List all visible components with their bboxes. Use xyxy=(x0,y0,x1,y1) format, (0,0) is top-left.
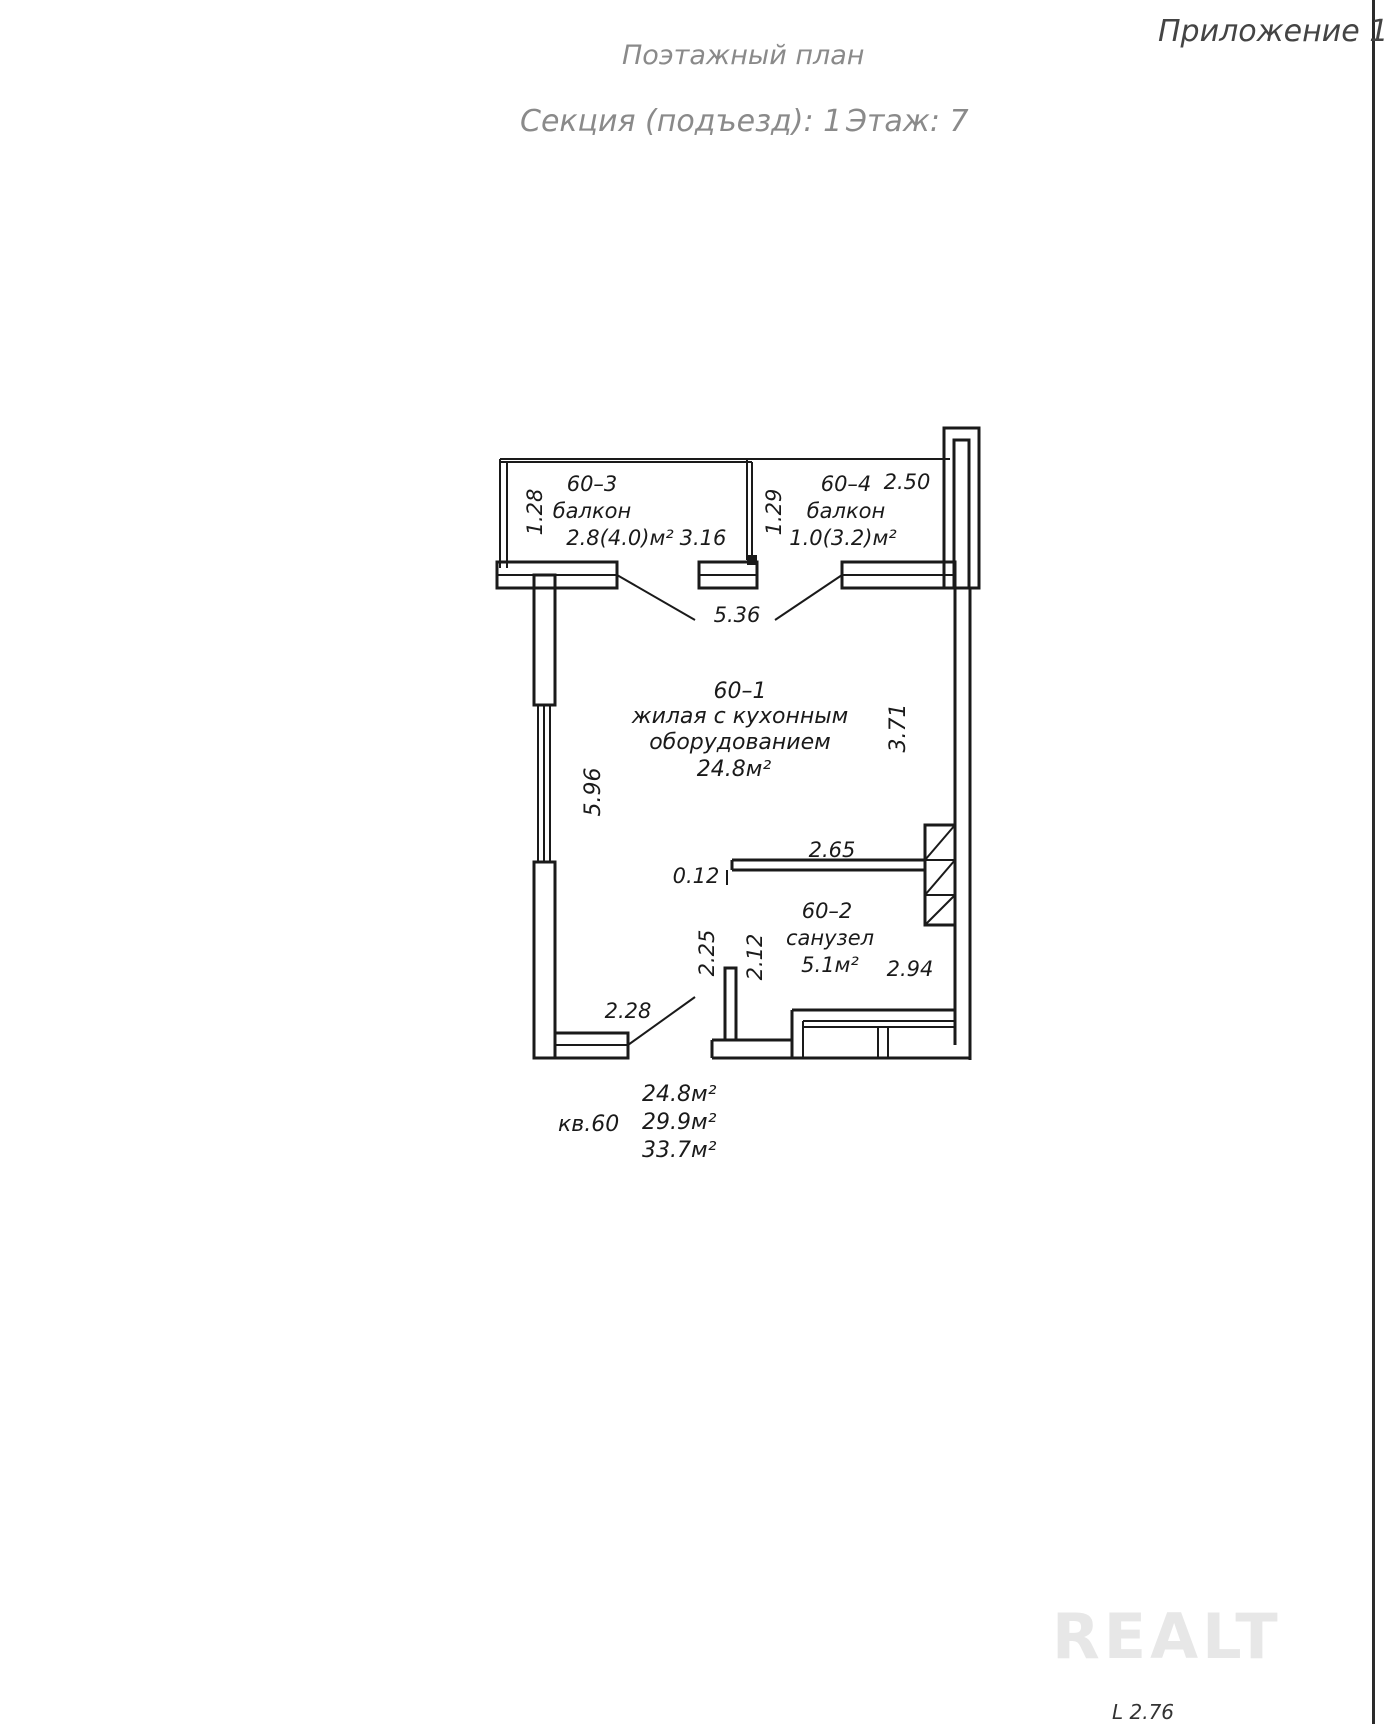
page-border-line xyxy=(1372,0,1375,1724)
room-60-1-name-line2: оборудованием xyxy=(649,730,830,755)
room-60-2-id: 60–2 xyxy=(802,899,853,923)
dim-2-50: 2.50 xyxy=(884,470,931,494)
left-wall-lower xyxy=(532,860,557,1060)
apartment-area-total: 29.9м² xyxy=(642,1110,717,1135)
vent-hatch-2 xyxy=(924,859,956,896)
room-60-3-id: 60–3 xyxy=(567,472,618,496)
vent-hatch-3 xyxy=(924,894,956,926)
dim-1-28: 1.28 xyxy=(523,489,547,536)
leader-5-36-left xyxy=(616,574,696,621)
dim-5-96: 5.96 xyxy=(581,768,606,817)
room-60-3-name: балкон xyxy=(553,499,632,523)
bathroom-door-jamb xyxy=(723,966,738,1042)
room-60-3-area: 2.8(4.0)м² xyxy=(566,526,674,550)
room-60-4-name: балкон xyxy=(807,499,886,523)
plan-title: Поэтажный план xyxy=(622,40,865,71)
room-60-1-area: 24.8м² xyxy=(697,757,772,782)
dim-3-71: 3.71 xyxy=(886,704,911,753)
room-60-4-area: 1.0(3.2)м² xyxy=(789,526,897,550)
dim-2-94: 2.94 xyxy=(887,957,934,981)
room-60-2-area: 5.1м² xyxy=(801,953,859,977)
dim-2-28: 2.28 xyxy=(605,999,652,1023)
attachment-label: Приложение 1 xyxy=(1158,14,1389,49)
dim-2-25: 2.25 xyxy=(695,930,719,977)
section-label: Секция (подъезд): 1 xyxy=(520,104,843,139)
vent-hatch-1 xyxy=(924,824,956,861)
apartment-area-living: 24.8м² xyxy=(642,1082,717,1107)
dim-2-65: 2.65 xyxy=(809,838,856,862)
right-column xyxy=(942,426,981,590)
room-60-1-name-line1: жилая с кухонным xyxy=(631,704,849,729)
dim-5-36: 5.36 xyxy=(714,603,761,627)
floor-label: Этаж: 7 xyxy=(846,104,969,139)
dim-0-12: 0.12 xyxy=(673,864,720,888)
railing-corner-marker xyxy=(747,555,757,565)
apartment-area-with-balconies: 33.7м² xyxy=(642,1138,717,1163)
footer-fragment: L 2.76 xyxy=(1112,1700,1175,1724)
right-column-inner xyxy=(952,438,971,590)
room-60-2-name: санузел xyxy=(786,926,874,950)
left-wall-upper xyxy=(532,573,557,707)
ventilation-shaft xyxy=(923,823,957,927)
room-60-1-id: 60–1 xyxy=(714,679,767,704)
apartment-label: кв.60 xyxy=(558,1112,619,1137)
dim-3-16: 3.16 xyxy=(680,526,727,550)
leader-5-36-right xyxy=(774,574,843,621)
room-60-4-id: 60–4 xyxy=(821,472,872,496)
dim-1-29: 1.29 xyxy=(762,489,786,536)
realt-watermark: REALT xyxy=(1052,1600,1282,1673)
leader-2-28 xyxy=(627,996,696,1046)
dim-2-12: 2.12 xyxy=(743,934,767,981)
